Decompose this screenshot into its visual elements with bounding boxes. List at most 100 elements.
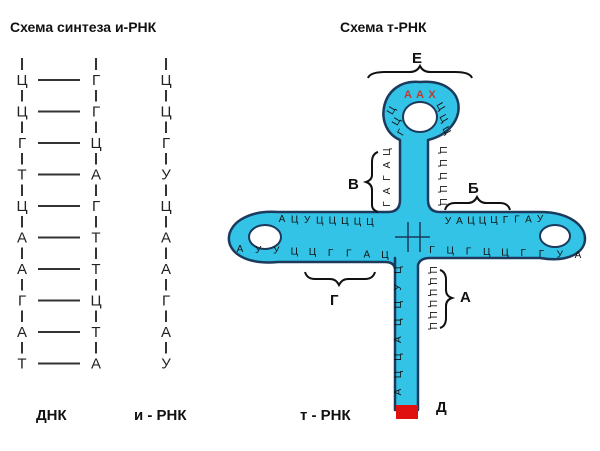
label-E: Е (412, 50, 422, 67)
mrna-base: У (161, 356, 171, 373)
caption-trna: т - РНК (300, 407, 352, 424)
trna-base: Ц (427, 266, 438, 274)
left-title: Схема синтеза и-РНК (10, 19, 157, 35)
trna-base: Ц (316, 215, 324, 226)
mrna-base: А (161, 261, 171, 278)
bracket-A: А (439, 269, 471, 329)
trna-base: Г (429, 245, 435, 256)
center-gap (395, 222, 430, 252)
trna-base: Г (539, 249, 545, 260)
dna-left-base: Т (17, 356, 26, 373)
trna-base: Ц (501, 248, 509, 259)
label-B: Б (468, 180, 479, 197)
trna-base: Ц (393, 318, 404, 326)
trna-base: А (279, 214, 286, 225)
trna-base: Г (514, 215, 520, 226)
mrna-base: У (161, 167, 171, 184)
dna-left-base: Ц (16, 198, 27, 215)
trna-base: Ц (393, 353, 404, 361)
trna-base: Ц (467, 216, 475, 227)
label-A: А (460, 289, 471, 306)
trna-base: У (445, 216, 452, 227)
dna-left-base: А (17, 230, 27, 247)
trna-base: Ц (382, 148, 393, 156)
dna-left-base: А (17, 261, 27, 278)
trna-base: Ц (427, 311, 438, 319)
trna-base: Ц (309, 247, 317, 258)
trna-base: А (382, 161, 393, 168)
trna-base: Ц (483, 247, 491, 258)
trna-base: Ц (437, 198, 448, 206)
trna-base: Ц (393, 266, 404, 274)
trna-base: Ц (427, 277, 438, 285)
trna-base: Ц (490, 215, 498, 226)
right-title: Схема т-РНК (340, 19, 427, 35)
right-loop-hole (539, 224, 571, 248)
trna-base: А (456, 216, 463, 227)
trna-cloverleaf (227, 80, 587, 419)
dna-left-base: Ц (16, 104, 27, 121)
trna-base: Ц (393, 301, 404, 309)
trna-base: Ц (381, 250, 389, 261)
acceptor-end (396, 405, 418, 419)
anticodon-base: А (404, 89, 412, 101)
trna-base: Ц (437, 185, 448, 193)
trna-base: А (393, 388, 404, 395)
trna-base: Г (346, 249, 352, 260)
trna-base: Г (503, 215, 509, 226)
trna-base: Ц (427, 300, 438, 308)
dna-left-base: Г (18, 293, 26, 310)
dna-right-base: Ц (90, 293, 101, 310)
trna-base: Ц (291, 246, 299, 257)
top-loop-hole (402, 101, 438, 133)
caption-dna: ДНК (36, 407, 68, 424)
trna-base: У (304, 215, 311, 226)
trna-base: Г (328, 248, 334, 259)
dna-left-base: А (17, 324, 27, 341)
mrna-base: Ц (160, 198, 171, 215)
trna-base: Ц (447, 246, 455, 257)
trna-base: У (255, 245, 262, 256)
dna-right-base: Г (92, 72, 100, 89)
trna-base: А (364, 249, 371, 260)
trna-base: Ц (341, 216, 349, 227)
trna-shape (227, 80, 587, 412)
dna-right-base: Т (91, 230, 100, 247)
trna-base: А (393, 336, 404, 343)
trna-base: Ц (437, 172, 448, 180)
trna-base: Г (396, 127, 409, 138)
mrna-base: Ц (160, 104, 171, 121)
dna-right-base: А (91, 167, 101, 184)
anticodon-base: Х (428, 89, 436, 101)
trna-base: Ц (366, 217, 374, 228)
left-loop-hole (248, 224, 282, 250)
mrna-base: Г (162, 293, 170, 310)
trna-base: У (273, 246, 280, 257)
dna-right-base: Ц (90, 135, 101, 152)
trna-base: А (525, 214, 532, 225)
trna-base: Ц (354, 217, 362, 228)
trna-base: Ц (437, 159, 448, 167)
trna-base: Ц (437, 146, 448, 154)
bracket-E: Е (367, 50, 473, 79)
label-G: Г (330, 292, 339, 309)
trna-base: У (557, 249, 564, 260)
trna-base: У (393, 284, 404, 291)
mrna-base: А (161, 230, 171, 247)
bracket-B: Б (444, 180, 511, 211)
trna-base: Ц (291, 214, 299, 225)
anticodon-base: А (416, 89, 424, 101)
dna-left-base: Т (17, 167, 26, 184)
dna-right-base: Т (91, 324, 100, 341)
caption-mrna: и - РНК (134, 407, 187, 424)
dna-right-base: Г (92, 104, 100, 121)
trna-base: А (237, 244, 244, 255)
dna-right-base: А (91, 356, 101, 373)
trna-base: Ц (393, 370, 404, 378)
trna-base: Ц (329, 216, 337, 227)
label-D: Д (436, 399, 447, 416)
